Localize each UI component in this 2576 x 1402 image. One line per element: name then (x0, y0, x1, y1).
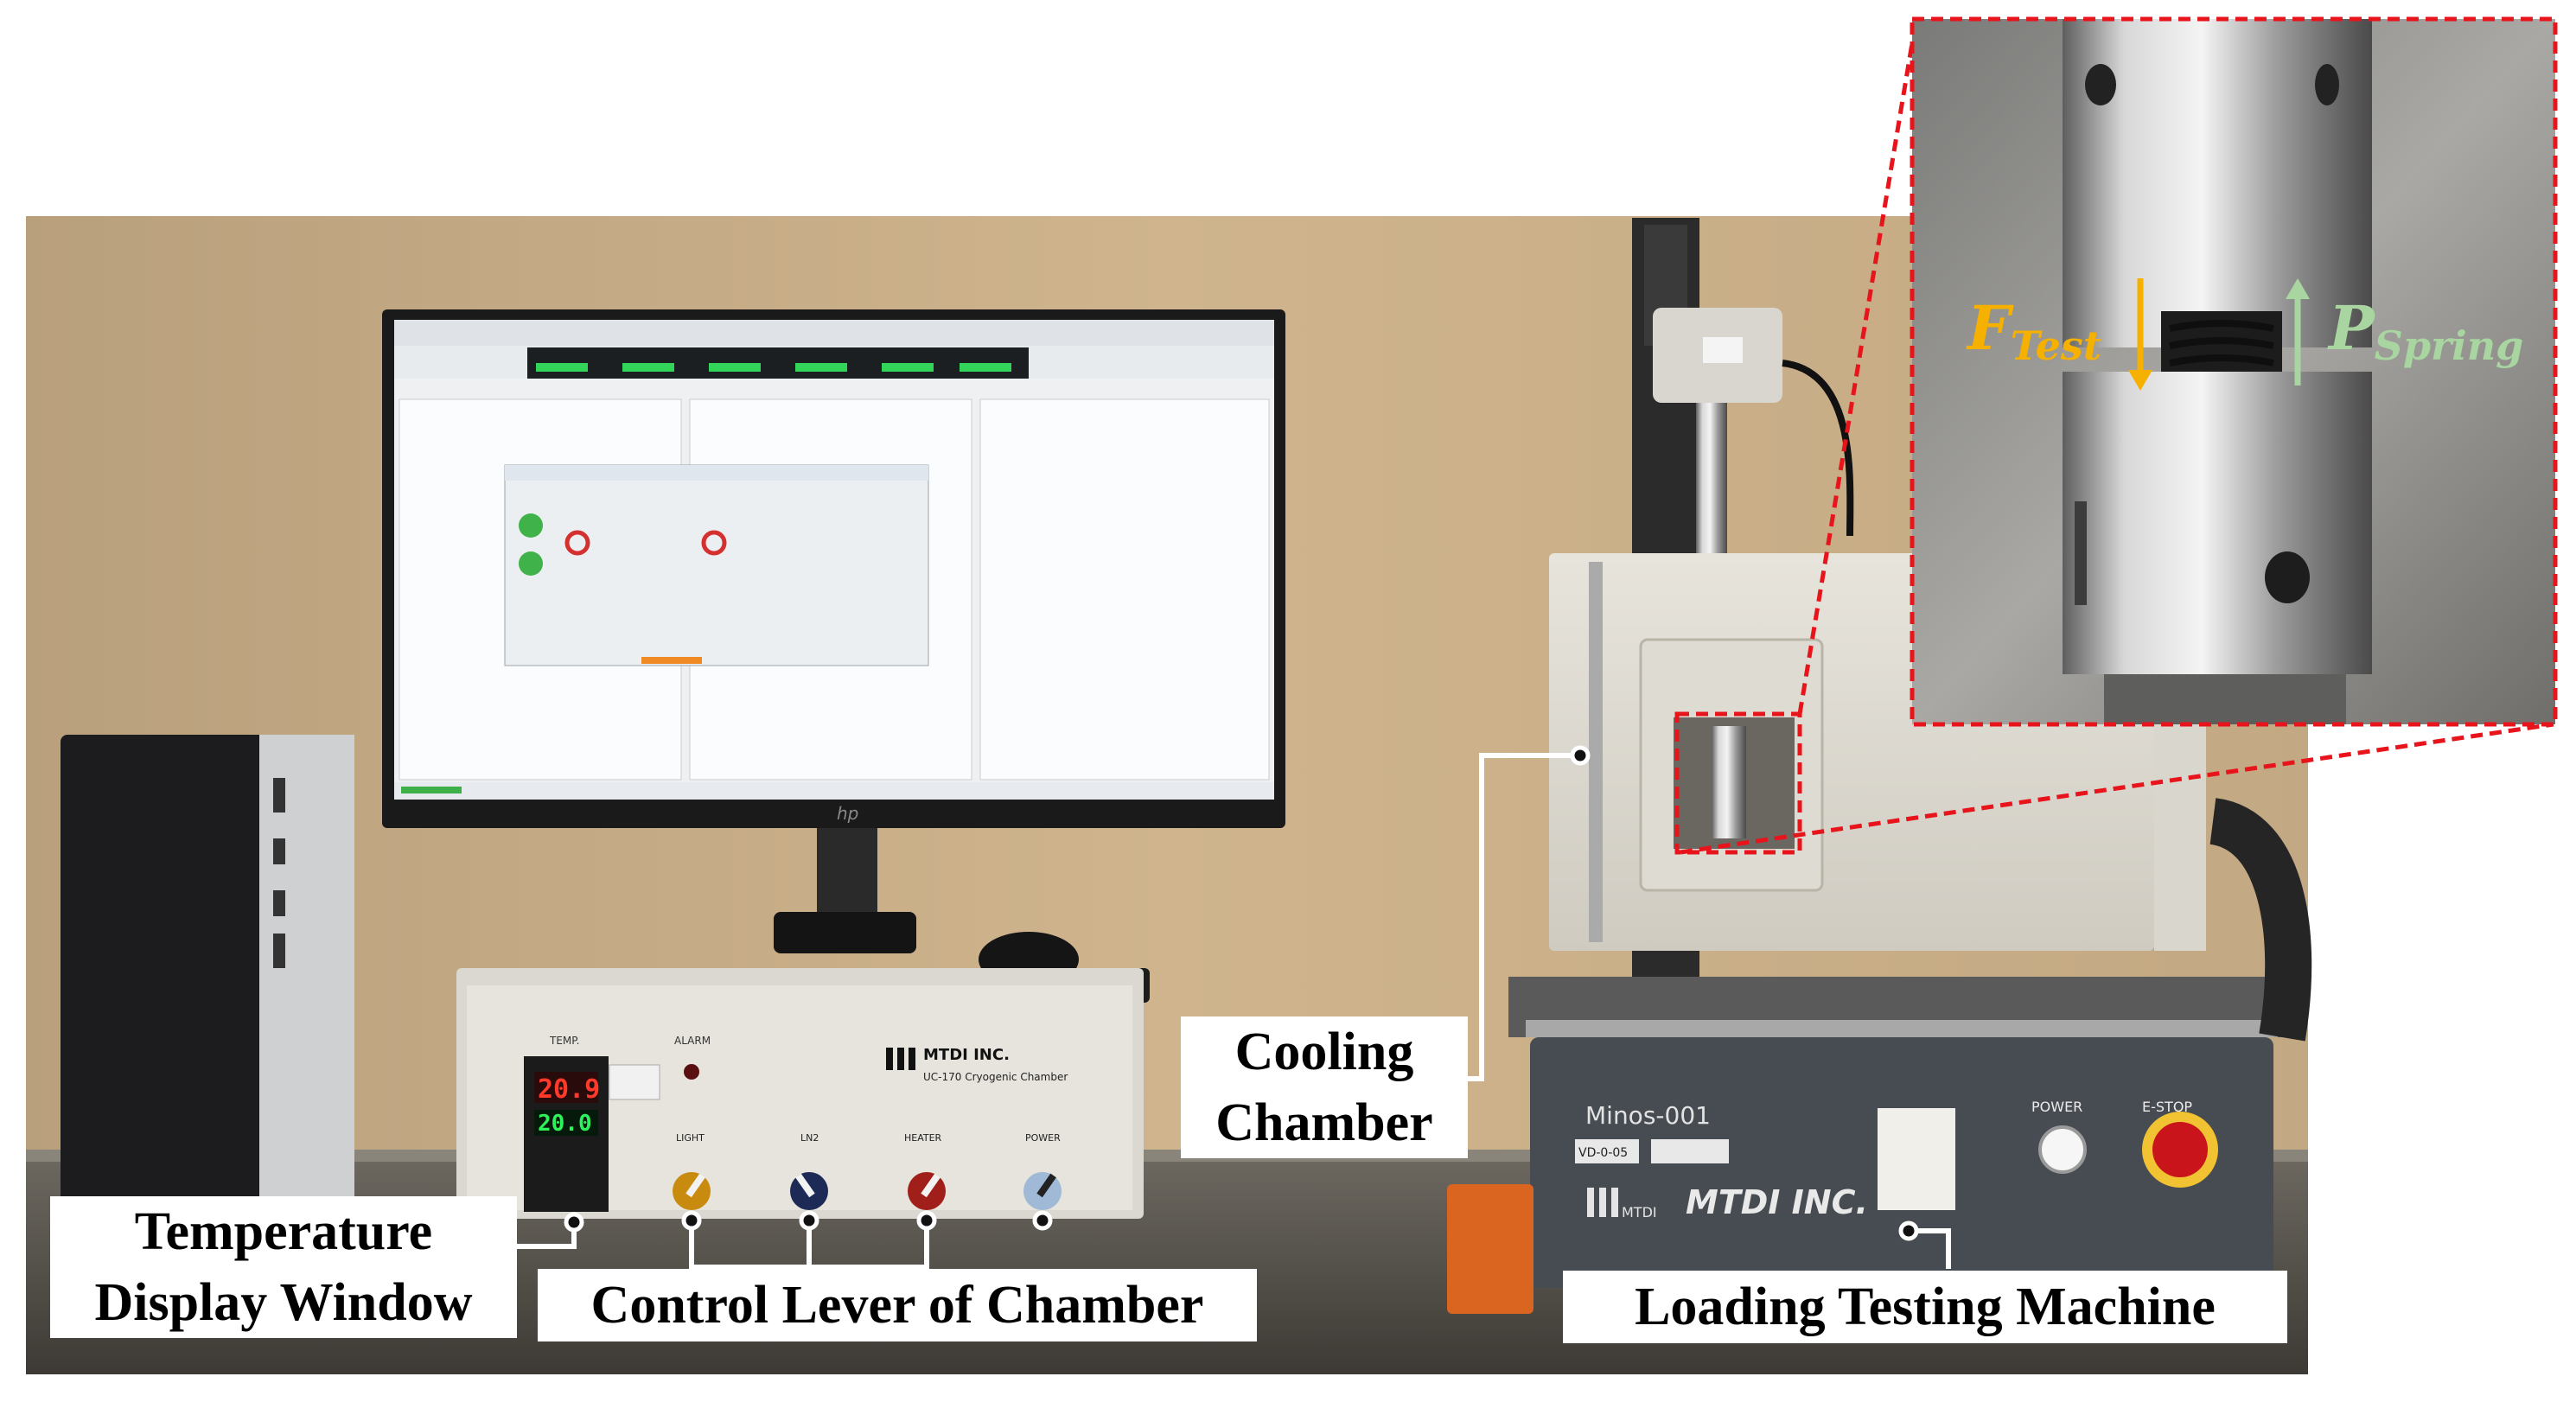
force-spring-sub: Spring (2374, 322, 2524, 369)
force-test-sub: Test (2010, 322, 2102, 369)
controller-brand: MTDI INC. (923, 1046, 1010, 1064)
leader-dot-ln2 (799, 1210, 819, 1231)
leader-dot-heater (916, 1210, 937, 1231)
switch-label-light: LIGHT (676, 1132, 705, 1144)
leader-dot-power (1032, 1210, 1053, 1231)
force-spring-label: PSpring (2329, 292, 2523, 369)
switch-label-heater: HEATER (904, 1132, 942, 1144)
controller-model: UC-170 Cryogenic Chamber (923, 1071, 1068, 1083)
leader-dot-temp (564, 1212, 584, 1233)
inset-specimen-detail (1910, 16, 2558, 727)
flexible-duct (2208, 798, 2312, 1042)
force-test-main: F (1967, 292, 2011, 364)
machine-power-label: POWER (2031, 1099, 2082, 1115)
mtdi-logo-icon (886, 1048, 915, 1070)
machine-logo-icon (1587, 1188, 1618, 1217)
alarm-label: ALARM (674, 1035, 711, 1047)
machine-power-button (2038, 1125, 2087, 1174)
callout-line-lower (1680, 722, 2554, 855)
force-spring-main: P (2329, 292, 2375, 364)
cooling-chamber-line2: Chamber (1215, 1093, 1433, 1152)
machine-logo-text: MTDI (1622, 1204, 1657, 1220)
temp-label: TEMP. (549, 1035, 579, 1047)
machine-model: Minos-001 (1585, 1101, 1711, 1130)
temp-readout: 20.9 (538, 1074, 600, 1105)
cooling-chamber-line1: Cooling (1234, 1023, 1414, 1081)
orange-sensor-box (1447, 1184, 1533, 1314)
monitor: hp (382, 309, 1285, 914)
cooling-chamber-label: Cooling Chamber (1181, 1016, 1468, 1158)
leader-dot-machine (1898, 1220, 1919, 1241)
machine-tag: VD-0-05 (1578, 1146, 1628, 1160)
loading-machine-label: Loading Testing Machine (1563, 1271, 2287, 1343)
chamber-controller: 20.9 20.0 TEMP. ALARM MTDI INC. UC-170 C… (456, 968, 1144, 1219)
power-adapter (774, 912, 916, 953)
force-test-label: FTest (1967, 292, 2101, 369)
leader-dot-light (681, 1210, 702, 1231)
monitor-brand-logo: hp (837, 803, 858, 824)
temp-setpoint-readout: 20.0 (538, 1111, 592, 1137)
leader-dot-cooling (1570, 745, 1591, 766)
machine-estop-label: E-STOP (2142, 1099, 2192, 1115)
temperature-display-line2: Display Window (94, 1273, 473, 1332)
machine-brand: MTDI INC. (1686, 1183, 1868, 1221)
pc-tower (61, 735, 354, 1219)
control-lever-label: Control Lever of Chamber (538, 1269, 1257, 1341)
alarm-lamp (684, 1064, 699, 1080)
switch-label-ln2: LN2 (800, 1132, 819, 1144)
temperature-display-line1: Temperature (134, 1202, 433, 1261)
detail-source-box (1674, 711, 1802, 855)
switch-label-power: POWER (1025, 1132, 1061, 1144)
temperature-display-label: Temperature Display Window (50, 1196, 517, 1338)
